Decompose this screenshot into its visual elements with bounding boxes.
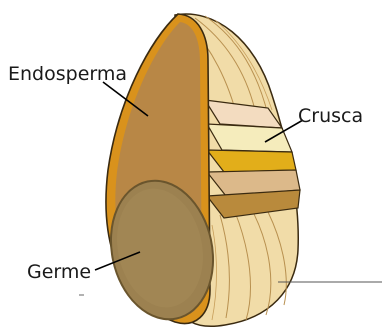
germ-label: Germe [27, 261, 91, 283]
bran-label: Crusca [298, 105, 363, 127]
bran-layers [205, 100, 300, 218]
endosperm-label: Endosperma [8, 63, 127, 85]
